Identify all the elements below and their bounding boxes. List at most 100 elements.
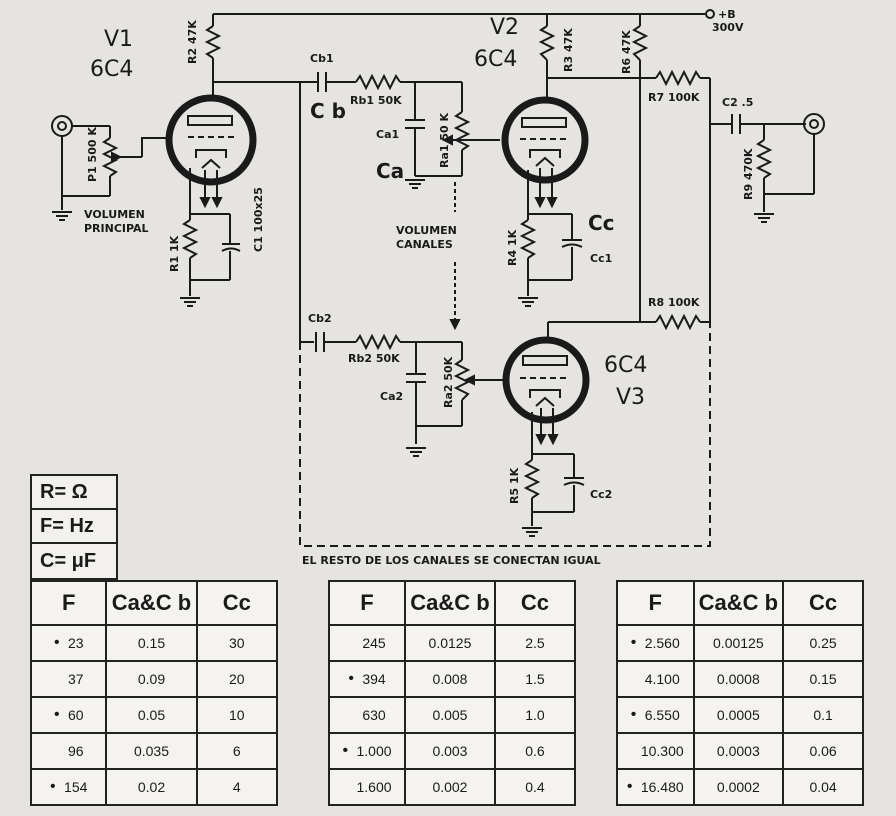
frequency-value: 10.300 bbox=[640, 743, 684, 759]
bullet-marker: • bbox=[630, 634, 637, 651]
frequency-value: 4.100 bbox=[644, 671, 680, 687]
v2-name-label: V2 bbox=[490, 15, 519, 40]
frequency-value: 60 bbox=[67, 707, 84, 723]
v1-name-label: V1 bbox=[104, 27, 133, 52]
bullet-marker: • bbox=[50, 778, 56, 795]
header-cc: Cc bbox=[782, 580, 864, 626]
cell-cc: 2.5 bbox=[493, 624, 577, 662]
r2-resistor bbox=[204, 25, 222, 59]
cell-ca-cb: 0.02 bbox=[105, 768, 198, 806]
cc-big-label: Cc bbox=[588, 211, 615, 235]
cc1-label: Cc1 bbox=[590, 252, 612, 265]
units-resistance: R= Ω bbox=[32, 476, 116, 510]
header-frequency: F bbox=[616, 580, 695, 626]
r2-label: R2 47K bbox=[186, 20, 199, 64]
ground-symbol bbox=[517, 297, 539, 307]
r6-label: R6 47K bbox=[620, 30, 633, 74]
frequency-value: 23 bbox=[67, 635, 84, 651]
volumen-canales-line1: VOLUMEN bbox=[396, 224, 457, 237]
cc2-label: Cc2 bbox=[590, 488, 612, 501]
ground-symbol bbox=[753, 213, 775, 223]
ra2-potentiometer bbox=[453, 359, 471, 401]
resto-canales-note: EL RESTO DE LOS CANALES SE CONECTAN IGUA… bbox=[302, 554, 601, 567]
cell-cc: 0.04 bbox=[782, 768, 864, 806]
cell-cc: 4 bbox=[195, 768, 278, 806]
header-cc: Cc bbox=[493, 580, 577, 626]
frequency-value: 1.600 bbox=[356, 779, 392, 795]
r9-label: R9 470K bbox=[742, 148, 755, 200]
frequency-value: 6.550 bbox=[644, 707, 680, 723]
rb2-label: Rb2 50K bbox=[348, 352, 400, 365]
v3-type-label: 6C4 bbox=[604, 353, 647, 378]
r6-resistor bbox=[631, 25, 649, 61]
units-frequency: F= Hz bbox=[32, 510, 116, 544]
header-frequency: F bbox=[327, 580, 407, 626]
rb2-resistor bbox=[355, 333, 401, 351]
supply-voltage: 300V bbox=[712, 21, 744, 34]
volumen-principal-line1: VOLUMEN bbox=[84, 208, 145, 221]
cell-ca-cb: 0.09 bbox=[105, 660, 198, 698]
cell-cc: 0.06 bbox=[782, 732, 864, 770]
v2-tube bbox=[501, 96, 589, 184]
c2-label: C2 .5 bbox=[722, 96, 753, 109]
rb1-resistor bbox=[355, 73, 401, 91]
v2-type-label: 6C4 bbox=[474, 47, 517, 72]
frequency-value: 154 bbox=[64, 779, 88, 795]
cell-cc: 6 bbox=[195, 732, 278, 770]
bullet-marker: • bbox=[348, 670, 354, 687]
cell-frequency: • 154 bbox=[29, 768, 108, 806]
v3-tube bbox=[502, 336, 590, 424]
header-ca-cb: Ca&C b bbox=[105, 580, 198, 626]
ca2-label: Ca2 bbox=[380, 390, 403, 403]
r7-resistor bbox=[655, 69, 701, 87]
cb-big-label: C b bbox=[310, 99, 346, 123]
bullet-marker: • bbox=[342, 742, 349, 759]
cell-frequency: 96 bbox=[29, 732, 108, 770]
cell-cc: 1.5 bbox=[493, 660, 577, 698]
dashed-channel-box bbox=[299, 322, 711, 547]
cell-frequency: •1.000 bbox=[327, 732, 407, 770]
cell-frequency: •2.560 bbox=[616, 624, 695, 662]
schematic-diagram: V1 6C4 V2 6C4 6C4 V3 +B 300V R2 47K R3 4… bbox=[51, 8, 825, 567]
r5-label: R5 1K bbox=[508, 467, 521, 504]
ra1-label: Ra1 50 K bbox=[438, 112, 451, 168]
cell-ca-cb: 0.008 bbox=[404, 660, 496, 698]
p1-potentiometer bbox=[101, 137, 119, 177]
frequency-value: 96 bbox=[67, 743, 84, 759]
cell-frequency: •60 bbox=[29, 696, 108, 734]
frequency-value: 37 bbox=[67, 671, 84, 687]
rb1-label: Rb1 50K bbox=[350, 94, 402, 107]
r1-resistor bbox=[181, 219, 199, 259]
cell-ca-cb: 0.0008 bbox=[692, 660, 785, 698]
cell-frequency: •394 bbox=[327, 660, 407, 698]
bullet-marker: • bbox=[53, 634, 60, 651]
cell-ca-cb: 0.005 bbox=[404, 696, 496, 734]
ca-big-label: Ca bbox=[376, 159, 404, 183]
cell-ca-cb: 0.0003 bbox=[692, 732, 785, 770]
v1-tube bbox=[165, 94, 257, 186]
ground-symbol bbox=[179, 297, 201, 307]
cb2-label: Cb2 bbox=[308, 312, 332, 325]
cell-cc: 0.6 bbox=[493, 732, 577, 770]
ca1-label: Ca1 bbox=[376, 128, 399, 141]
ground-symbol bbox=[405, 447, 427, 457]
r5-resistor bbox=[523, 459, 541, 499]
cell-cc: 10 bbox=[195, 696, 278, 734]
r1-label: R1 1K bbox=[168, 235, 181, 272]
c1-label: C1 100x25 bbox=[252, 187, 265, 252]
cell-cc: 30 bbox=[195, 624, 278, 662]
